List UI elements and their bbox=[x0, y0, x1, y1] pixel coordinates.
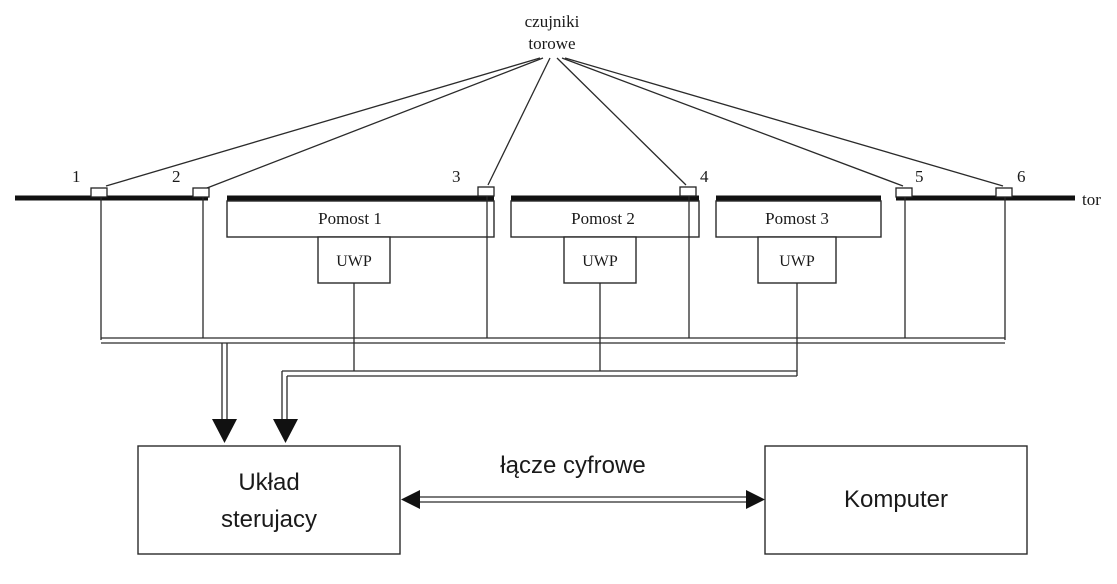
sensor-fan-lines bbox=[105, 57, 1004, 189]
sensors-label-line2: torowe bbox=[528, 34, 575, 53]
track-label: tor bbox=[1082, 190, 1101, 209]
sensor-number-6: 6 bbox=[1017, 167, 1026, 186]
sensor-2 bbox=[192, 187, 210, 198]
sensor-number-4: 4 bbox=[700, 167, 709, 186]
sensor-number-2: 2 bbox=[172, 167, 181, 186]
computer: Komputer bbox=[764, 445, 1028, 555]
sensor-4 bbox=[679, 186, 697, 197]
computer-box bbox=[764, 445, 1028, 555]
uwp-3-box bbox=[757, 236, 837, 284]
sensor-number-5: 5 bbox=[915, 167, 924, 186]
sensor-number-3: 3 bbox=[452, 167, 461, 186]
uwp-units: UWP UWP UWP bbox=[317, 236, 837, 284]
fan-line-6 bbox=[564, 57, 1004, 187]
sensor-wiring bbox=[100, 196, 1006, 344]
sensor-numbers: 1 2 3 4 5 6 bbox=[72, 167, 1026, 186]
uwp-1-label: UWP bbox=[336, 253, 372, 270]
platform-3-label: Pomost 3 bbox=[765, 209, 829, 228]
input-arrows bbox=[212, 343, 298, 443]
sensor-1 bbox=[90, 187, 108, 198]
sensor-number-1: 1 bbox=[72, 167, 81, 186]
sensor-6 bbox=[995, 187, 1013, 198]
platforms: Pomost 1 Pomost 2 Pomost 3 bbox=[226, 200, 882, 238]
sensor-bus-arrowhead bbox=[212, 419, 237, 443]
platform-2-label: Pomost 2 bbox=[571, 209, 635, 228]
platform-1-label: Pomost 1 bbox=[318, 209, 382, 228]
uwp-bus-arrowhead bbox=[273, 419, 298, 443]
sensors-label-line1: czujniki bbox=[525, 12, 580, 31]
digital-link: łącze cyfrowe bbox=[401, 452, 765, 509]
uwp-2-label: UWP bbox=[582, 253, 618, 270]
control-unit-box bbox=[137, 445, 401, 555]
fan-line-1 bbox=[105, 57, 541, 187]
uwp-wiring bbox=[282, 283, 798, 377]
fan-line-4 bbox=[556, 57, 687, 186]
fan-line-5 bbox=[561, 57, 904, 187]
uwp-2-box bbox=[563, 236, 637, 284]
digital-link-arrowhead-right bbox=[746, 490, 765, 509]
digital-link-arrowhead-left bbox=[401, 490, 420, 509]
uwp-3-label: UWP bbox=[779, 253, 815, 270]
uwp-1-box bbox=[317, 236, 391, 284]
control-unit: Układ sterujacy bbox=[137, 445, 401, 555]
digital-link-label: łącze cyfrowe bbox=[500, 452, 645, 479]
sensor-5 bbox=[895, 187, 913, 198]
control-unit-label-line2: sterujacy bbox=[221, 506, 317, 533]
sensor-3 bbox=[477, 186, 495, 197]
sensors bbox=[90, 186, 1013, 198]
control-unit-label-line1: Układ bbox=[238, 469, 299, 496]
fan-line-2 bbox=[206, 57, 544, 189]
fan-line-3 bbox=[487, 57, 551, 186]
computer-label: Komputer bbox=[844, 486, 948, 513]
